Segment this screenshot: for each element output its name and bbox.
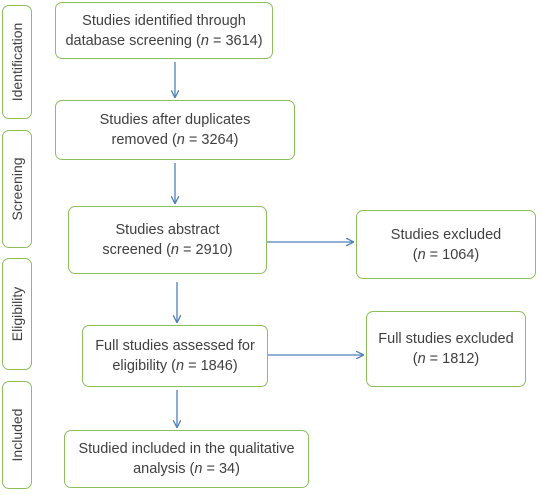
box-after-duplicates-line2: removed (n = 3264) xyxy=(111,132,239,148)
stage-label-eligibility: Eligibility xyxy=(2,258,32,370)
stage-label-identification: Identification xyxy=(2,5,32,119)
box-studies-excluded-line1: Studies excluded xyxy=(390,226,502,243)
box-studies-excluded: Studies excluded (n = 1064) xyxy=(356,210,536,279)
box-after-duplicates: Studies after duplicates removed (n = 32… xyxy=(55,100,295,160)
box-abstract-screened-line2: screened (n = 2910) xyxy=(102,242,233,258)
box-full-studies-excluded-line2: (n = 1812) xyxy=(412,351,480,367)
box-studies-identified-line2: database screening (n = 3614) xyxy=(65,32,263,49)
box-full-studies-assessed-line2: eligibility (n = 1846) xyxy=(112,358,238,374)
box-studies-excluded-line2: (n = 1064) xyxy=(412,246,480,263)
box-studies-identified-line1: Studies identified through xyxy=(82,12,246,29)
box-after-duplicates-line1: Studies after duplicates xyxy=(99,112,251,128)
box-studies-identified: Studies identified through database scre… xyxy=(55,2,273,59)
stage-label-included: Included xyxy=(2,381,32,489)
stage-label-screening: Screening xyxy=(2,130,32,248)
box-studies-included-line2: analysis (n = 34) xyxy=(133,461,240,477)
box-abstract-screened: Studies abstract screened (n = 2910) xyxy=(68,206,267,274)
box-studies-included: Studied included in the qualitative anal… xyxy=(64,430,309,488)
box-full-studies-assessed: Full studies assessed for eligibility (n… xyxy=(82,325,268,387)
box-abstract-screened-line1: Studies abstract xyxy=(115,222,220,238)
box-full-studies-excluded: Full studies excluded (n = 1812) xyxy=(366,311,526,387)
box-full-studies-excluded-line1: Full studies excluded xyxy=(378,331,514,347)
box-full-studies-assessed-line1: Full studies assessed for xyxy=(95,338,255,354)
box-studies-included-line1: Studied included in the qualitative xyxy=(78,441,295,457)
